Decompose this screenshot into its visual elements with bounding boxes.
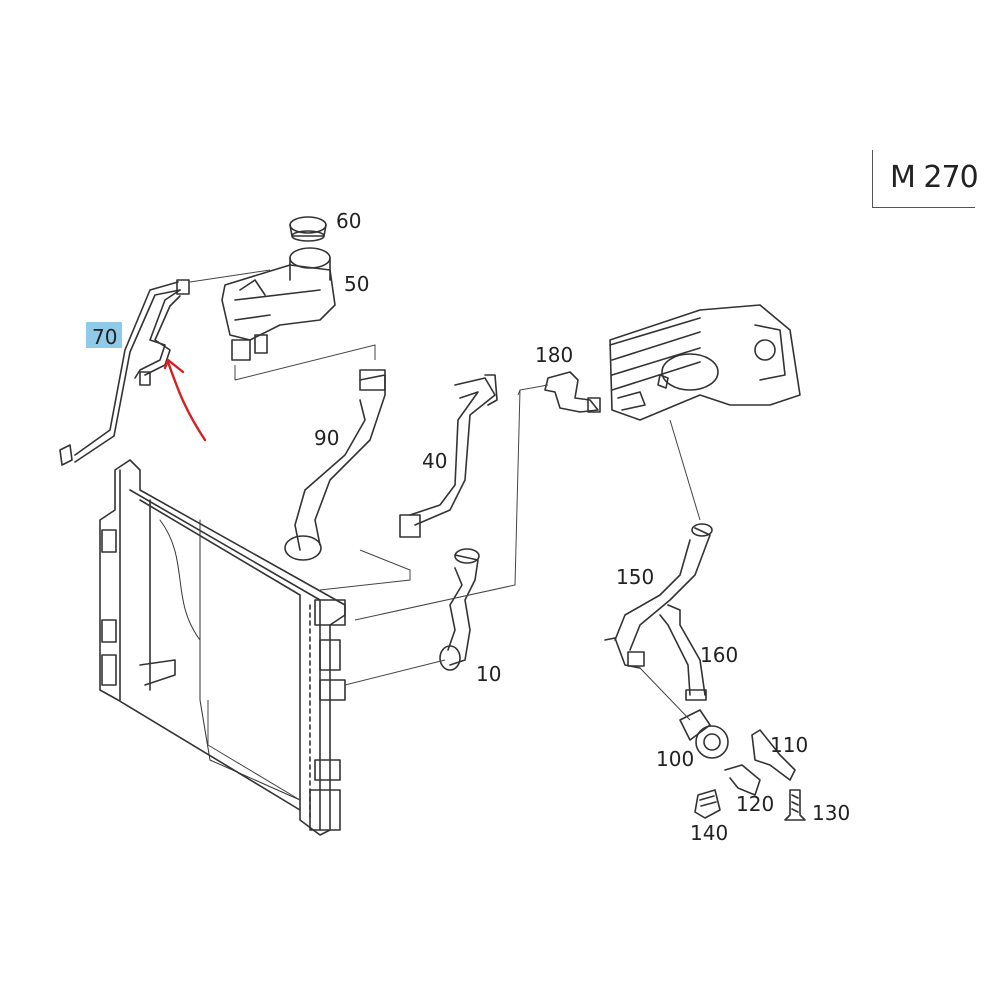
coolant-pipe-150 [604,523,713,669]
label-100: 100 [656,747,694,771]
bleed-line [59,279,190,466]
highlight-70 [86,322,122,348]
hose-90 [284,369,386,561]
bolt [784,789,806,821]
engine-code: M 270 [890,160,979,195]
part-labels: 60 50 70 90 40 180 10 150 160 110 100 12… [92,209,850,845]
label-110: 110 [770,733,808,757]
hose-40 [399,374,498,538]
bracket [751,729,796,781]
expansion-tank [221,247,336,361]
hose-160 [659,604,707,701]
oil-cooler-housing [609,304,801,421]
label-120: 120 [736,792,774,816]
water-pump [679,709,729,759]
elbow-connector [544,371,601,413]
label-50: 50 [344,272,369,296]
label-10: 10 [476,662,501,686]
label-160: 160 [700,643,738,667]
clip [724,764,761,796]
leader-lines [189,269,701,801]
label-70: 70 [92,325,117,349]
tank-cap [289,216,327,242]
label-140: 140 [690,821,728,845]
label-150: 150 [616,565,654,589]
label-40: 40 [422,449,447,473]
hose-10 [439,548,480,671]
red-arrow [163,358,207,442]
engine-code-box [872,150,975,208]
connector [694,789,721,819]
radiator [99,459,346,836]
label-60: 60 [336,209,361,233]
label-180: 180 [535,343,573,367]
label-90: 90 [314,426,339,450]
label-130: 130 [812,801,850,825]
